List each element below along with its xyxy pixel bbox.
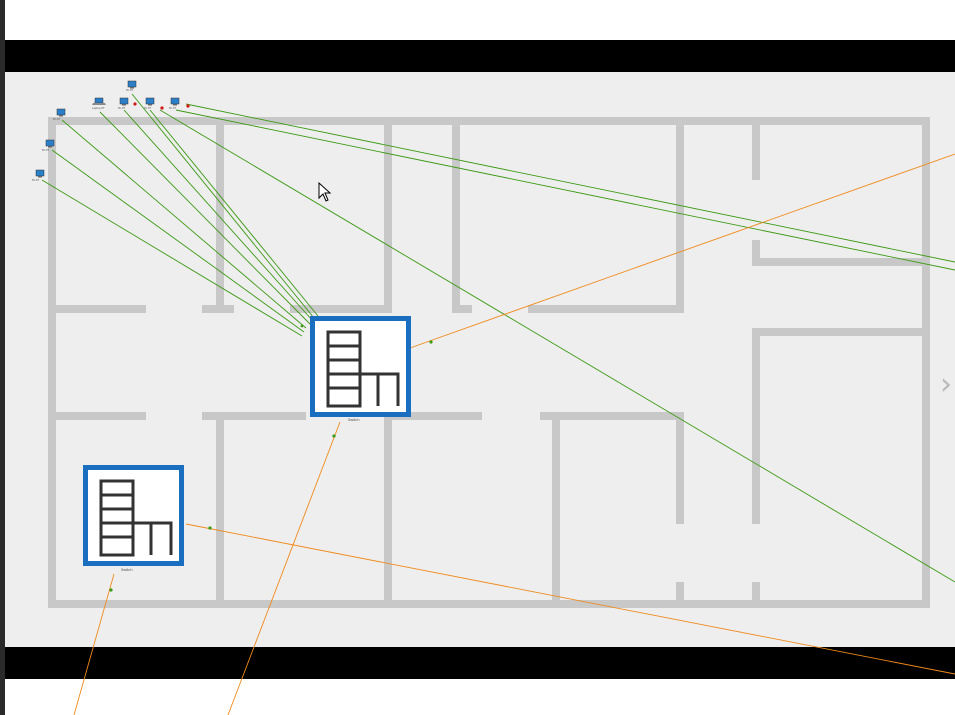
port-up-indicator (429, 340, 433, 344)
port-down-indicator (186, 104, 190, 108)
fiber-links (73, 153, 955, 715)
wall (202, 305, 234, 313)
device-label: PC-PT (169, 106, 177, 110)
link-ethernet (149, 109, 319, 317)
wall (452, 305, 472, 313)
link-fiber (185, 523, 955, 675)
pc-icon[interactable]: PC-PT (42, 139, 55, 152)
wall (384, 412, 482, 420)
ethernet-links (41, 93, 955, 583)
switch-icon[interactable]: Switch (310, 316, 411, 422)
pc-icon[interactable]: PC-PT (169, 97, 180, 110)
link-ethernet (41, 179, 303, 337)
link-fiber (409, 153, 955, 349)
wall (452, 125, 460, 310)
port-up-indicator (332, 434, 336, 438)
outer-wall-top (48, 117, 930, 125)
link-ethernet (61, 119, 307, 329)
wall (752, 240, 760, 266)
port-up-indicator (300, 324, 304, 328)
outer-wall-right (922, 117, 930, 608)
wall (56, 412, 146, 420)
link-ethernet (175, 109, 955, 271)
wall (528, 305, 684, 313)
link-ethernet (185, 103, 955, 263)
bottom-area (5, 679, 955, 715)
port-markers (109, 102, 433, 592)
pc-icon[interactable]: PC-PT (126, 80, 137, 92)
wall (384, 420, 392, 608)
switch-icon[interactable]: Switch (83, 465, 184, 572)
end-devices[interactable]: PC-PT Laptop-PT PC-PT PC-PT PC-PT PC-PT (32, 80, 180, 182)
window-left-edge (0, 0, 5, 715)
device-label: PC-PT (42, 148, 50, 152)
bottom-black-bar (5, 647, 955, 679)
wall (56, 305, 146, 313)
wall (752, 582, 760, 608)
switch-label: Switch (348, 418, 360, 422)
wall (752, 125, 760, 180)
link-ethernet (159, 109, 955, 583)
wall (752, 336, 760, 524)
outer-wall-bottom (48, 600, 930, 608)
wall (540, 412, 684, 420)
device-label: PC-PT (53, 117, 61, 121)
port-down-indicator (160, 106, 164, 110)
device-label: PC-PT (126, 88, 134, 92)
laptop-icon[interactable]: Laptop-PT (92, 97, 106, 110)
port-down-indicator (133, 102, 137, 106)
pc-icon[interactable]: PC-PT (32, 169, 45, 182)
wall (760, 258, 922, 266)
wall (552, 420, 560, 608)
top-black-bar (5, 40, 955, 72)
switch-label: Switch (121, 568, 133, 572)
wall (202, 412, 306, 420)
link-fiber (73, 573, 115, 715)
wall (290, 305, 392, 313)
wall (676, 420, 684, 524)
link-ethernet (99, 111, 311, 325)
wall (384, 125, 392, 310)
pc-icon[interactable]: PC-PT (144, 97, 155, 110)
next-page-chevron-icon[interactable]: › (940, 367, 952, 402)
wall (752, 328, 922, 336)
wall (676, 582, 684, 608)
pc-icon[interactable]: PC-PT (118, 97, 129, 110)
pc-icon[interactable]: PC-PT (53, 108, 66, 121)
mouse-pointer-icon (318, 182, 332, 202)
link-ethernet (131, 93, 315, 319)
top-area (5, 0, 955, 40)
link-ethernet (51, 149, 305, 333)
floor-plan (48, 117, 930, 608)
device-label: PC-PT (144, 106, 152, 110)
port-up-indicator (109, 588, 113, 592)
link-ethernet (123, 109, 313, 321)
wall (676, 125, 684, 310)
wall (216, 420, 224, 608)
device-label: PC-PT (32, 178, 40, 182)
outer-wall-left (48, 117, 56, 608)
device-label: Laptop-PT (92, 106, 105, 110)
link-fiber (227, 421, 341, 715)
device-label: PC-PT (118, 106, 126, 110)
port-up-indicator (208, 526, 212, 530)
